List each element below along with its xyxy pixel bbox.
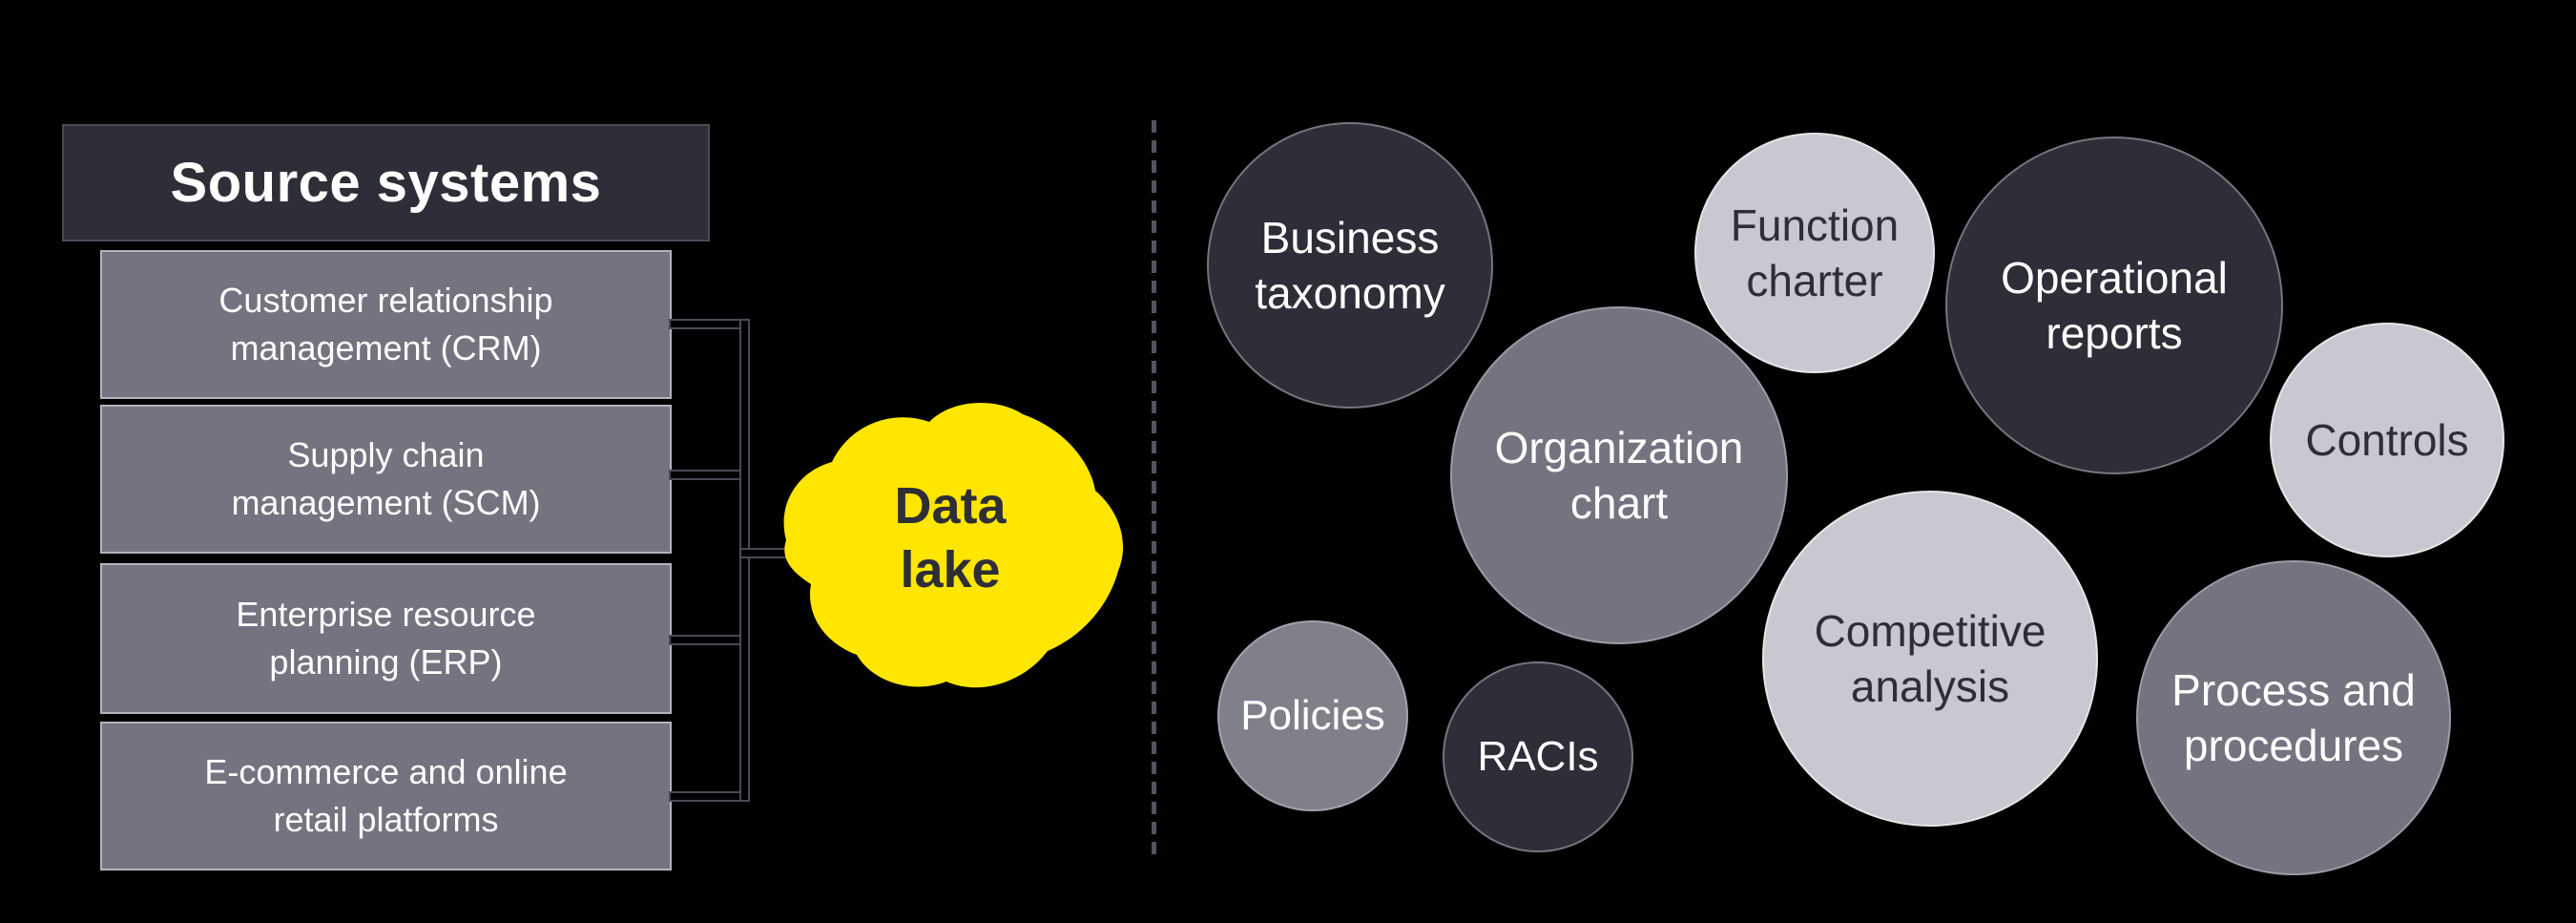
- source-systems-header: Source systems: [62, 124, 710, 241]
- circle-organization-chart: Organization chart: [1450, 306, 1788, 644]
- source-system-box-ecommerce: E-commerce and online retail platforms: [100, 722, 672, 871]
- circle-controls: Controls: [2270, 323, 2504, 557]
- circle-label: RACIs: [1477, 733, 1599, 781]
- circle-label: Organization chart: [1494, 422, 1744, 528]
- connector-stub-ecommerce: [669, 791, 743, 802]
- circle-competitive-analysis: Competitive analysis: [1762, 491, 2098, 827]
- connector-bracket-vertical: [739, 319, 750, 802]
- circle-operational-reports: Operational reports: [1945, 136, 2283, 474]
- circle-function-charter: Function charter: [1694, 133, 1935, 373]
- circle-label: Policies: [1240, 692, 1385, 740]
- circle-label: Business taxonomy: [1255, 212, 1445, 318]
- source-systems-header-label: Source systems: [170, 152, 602, 214]
- circle-label: Competitive analysis: [1814, 605, 2046, 711]
- connector-stub-scm: [669, 470, 743, 480]
- circle-process-procedures: Process and procedures: [2136, 560, 2451, 875]
- data-lake-blob: Data lake: [769, 370, 1132, 706]
- circle-policies: Policies: [1217, 620, 1408, 811]
- connector-stub-crm: [669, 319, 743, 329]
- source-system-box-label: Supply chain management (SCM): [231, 435, 541, 522]
- dashed-divider: [1152, 120, 1156, 861]
- data-lake-shape: [783, 403, 1124, 688]
- circle-label: Controls: [2305, 414, 2469, 465]
- source-system-box-label: Customer relationship management (CRM): [218, 281, 553, 367]
- circle-label: Function charter: [1730, 199, 1900, 305]
- circle-label: Operational reports: [2001, 252, 2228, 358]
- source-system-box-scm: Supply chain management (SCM): [100, 405, 672, 554]
- source-system-box-erp: Enterprise resource planning (ERP): [100, 563, 672, 714]
- source-system-box-label: E-commerce and online retail platforms: [204, 752, 568, 839]
- source-system-box-label: Enterprise resource planning (ERP): [236, 595, 536, 682]
- source-system-box-crm: Customer relationship management (CRM): [100, 250, 672, 399]
- circle-business-taxonomy: Business taxonomy: [1207, 122, 1493, 409]
- circle-racis: RACIs: [1443, 661, 1633, 852]
- data-lake-label: Data lake: [894, 476, 1007, 599]
- circle-label: Process and procedures: [2171, 664, 2416, 770]
- connector-stub-erp: [669, 635, 743, 645]
